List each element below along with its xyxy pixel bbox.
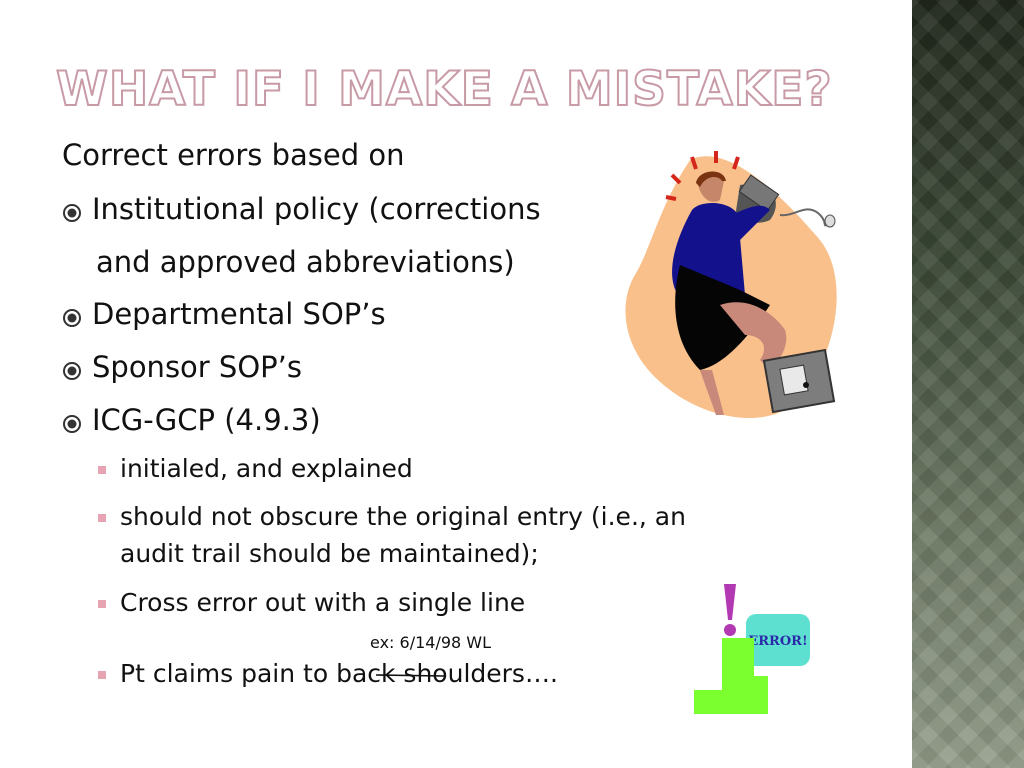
error-exclamation-clipart: ERROR!	[694, 584, 810, 714]
bullet-departmental: Departmental SOP’s	[92, 297, 386, 331]
sub-bullet-initialed: initialed, and explained	[120, 454, 413, 483]
error-label: ERROR!	[748, 634, 807, 649]
radio-bullet-icon	[63, 415, 81, 433]
bullet-icg-gcp: ICG-GCP (4.9.3)	[92, 403, 321, 437]
sub-bullet-obscure-cont: audit trail should be maintained);	[120, 539, 539, 568]
radio-bullet-icon	[63, 362, 81, 380]
square-bullet-icon	[98, 671, 106, 679]
strikethrough-line	[375, 674, 445, 677]
example-text: ex: 6/14/98 WL	[370, 633, 492, 652]
square-bullet-icon	[98, 466, 106, 474]
bullet-institutional: Institutional policy (corrections	[92, 192, 541, 226]
radio-bullet-icon	[63, 309, 81, 327]
woman-computer-clipart	[625, 151, 837, 419]
bullet-institutional-cont: and approved abbreviations)	[96, 245, 515, 279]
slide-title: WHAT IF I MAKE A MISTAKE?	[55, 61, 833, 118]
sidebar-decoration	[912, 0, 1024, 768]
square-bullet-icon	[98, 514, 106, 522]
square-bullet-icon	[98, 600, 106, 608]
sub-bullet-cross-error: Cross error out with a single line	[120, 588, 526, 617]
intro-text: Correct errors based on	[62, 138, 405, 172]
sub-bullet-obscure: should not obscure the original entry (i…	[120, 502, 686, 531]
radio-bullet-icon	[63, 204, 81, 222]
sub-bullet-pain: Pt claims pain to back shoulders….	[120, 659, 558, 688]
bullet-sponsor: Sponsor SOP’s	[92, 350, 302, 384]
